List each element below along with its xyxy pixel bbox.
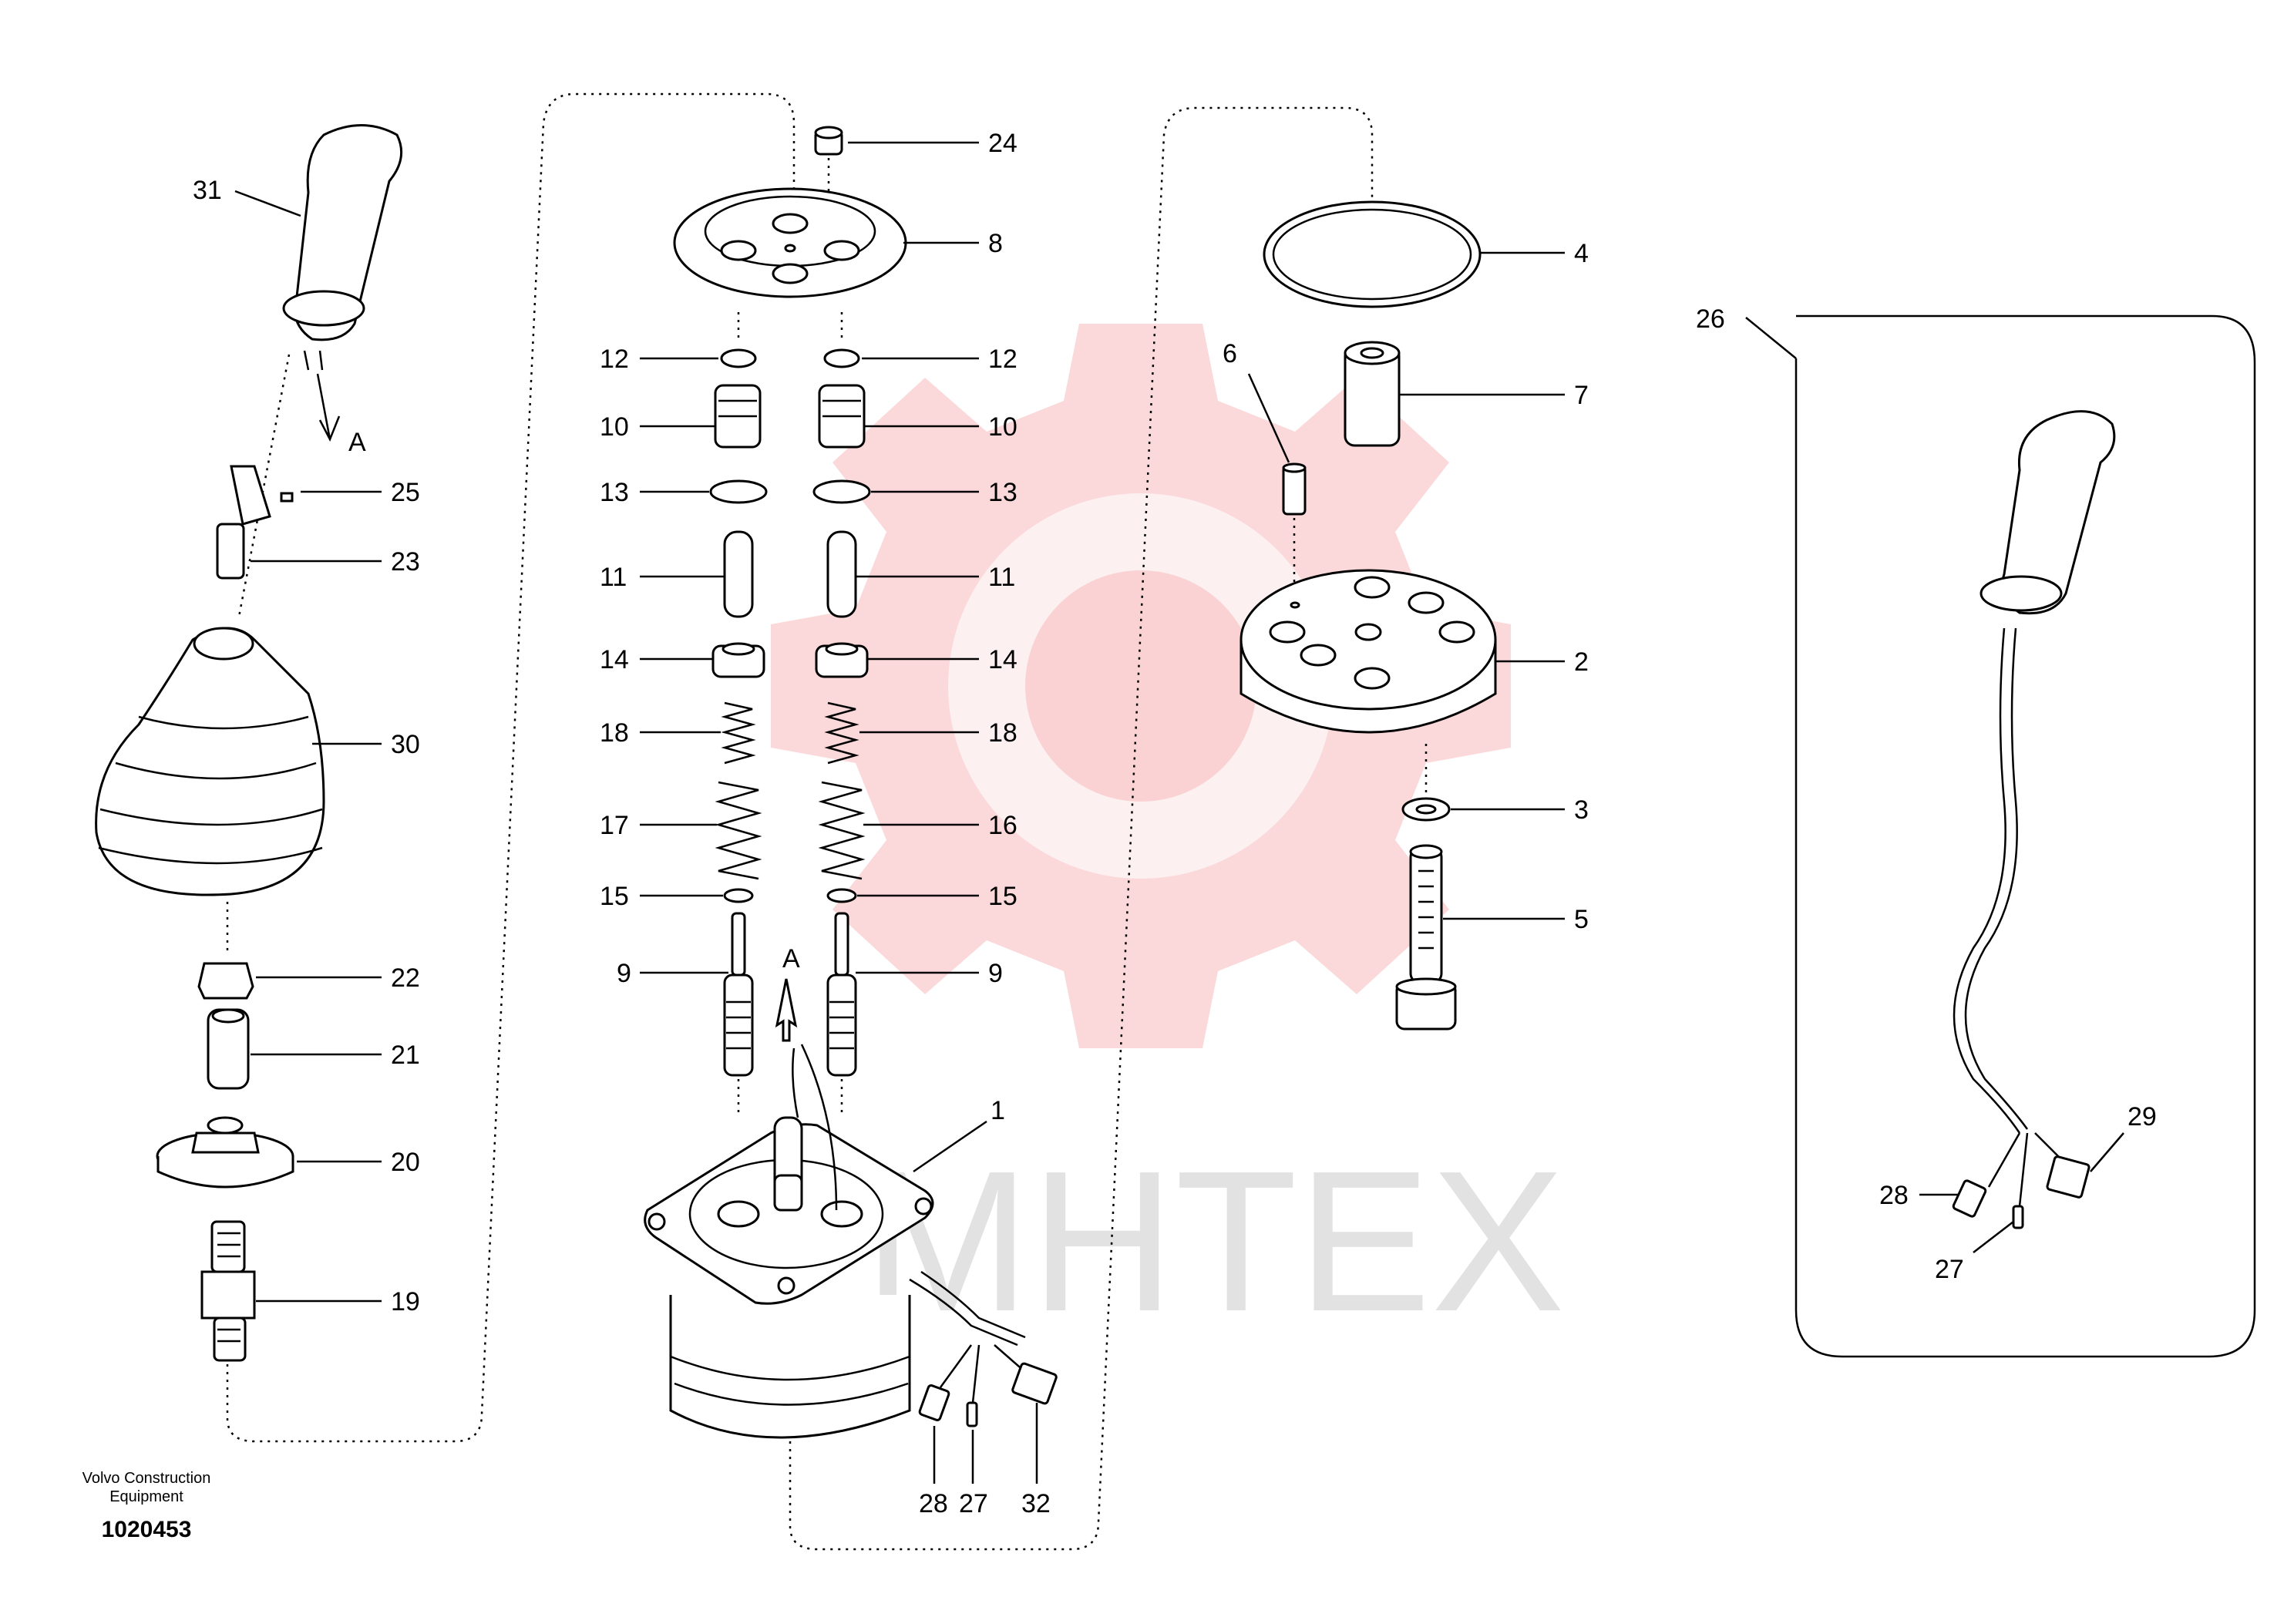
part-10-plug-left [714, 384, 762, 449]
part-20-disc-plate [156, 1116, 294, 1189]
part-30-rubber-boot [95, 627, 325, 896]
part-13-oring-left [709, 479, 768, 504]
callout-21: 21 [391, 1041, 420, 1070]
callout-12-left: 12 [600, 345, 629, 374]
part-9-pushrod-left [723, 912, 754, 1077]
part-17-spring-left [715, 781, 762, 880]
part-10-plug-right [818, 384, 866, 449]
callout-8: 8 [988, 229, 1003, 258]
callout-15-left: 15 [600, 882, 629, 911]
callout-29: 29 [2128, 1102, 2157, 1131]
group-outline-26 [1794, 314, 2256, 1358]
part-11-piston-left [723, 530, 754, 618]
part-8-cover-plate [673, 187, 907, 298]
part-26-grip-assembly [1952, 410, 2116, 1229]
callout-9-right: 9 [988, 959, 1003, 988]
view-marker-a-top: A [348, 428, 366, 457]
part-11-piston-right [826, 530, 857, 618]
part-12-seal-right [823, 348, 860, 368]
callout-1: 1 [991, 1096, 1005, 1125]
callout-10-left: 10 [600, 412, 629, 442]
part-16-spring-right [818, 781, 866, 880]
callout-27-right: 27 [1935, 1255, 1964, 1284]
callout-28-bottom: 28 [919, 1489, 948, 1518]
callout-17: 17 [600, 811, 629, 840]
callout-5: 5 [1574, 905, 1589, 934]
callout-13-right: 13 [988, 478, 1018, 507]
connector-cluster-bottom [918, 1344, 1058, 1427]
callout-11-right: 11 [988, 563, 1015, 592]
callout-20: 20 [391, 1148, 420, 1177]
callout-25: 25 [391, 478, 420, 507]
callout-18-left: 18 [600, 718, 629, 748]
callout-4: 4 [1574, 239, 1589, 268]
callout-28-right: 28 [1879, 1181, 1909, 1210]
footer-company: Volvo Construction Equipment [82, 1470, 211, 1505]
callout-23: 23 [391, 547, 420, 577]
part-14-retainer-right [815, 642, 869, 678]
callout-3: 3 [1574, 795, 1589, 825]
callout-7: 7 [1574, 381, 1589, 410]
part-13-oring-right [812, 479, 871, 504]
part-1-valve-body [644, 1044, 1026, 1439]
part-15-washer-left [723, 888, 754, 903]
part-18-spring-left [721, 701, 756, 765]
watermark-text: MHTEX [863, 1130, 1565, 1353]
callout-10-right: 10 [988, 412, 1018, 442]
part-5-bolt [1395, 844, 1457, 1031]
group-outline-right [789, 106, 1374, 1551]
callout-14-left: 14 [600, 645, 629, 674]
callout-22: 22 [391, 963, 420, 993]
callout-16: 16 [988, 811, 1018, 840]
watermark-gear-logo [771, 324, 1511, 1048]
part-22-nut [197, 962, 254, 1000]
view-marker-a-bottom: A [782, 944, 800, 973]
callout-18-right: 18 [988, 718, 1018, 748]
callout-32: 32 [1021, 1489, 1051, 1518]
callout-9-left: 9 [617, 959, 631, 988]
part-15-washer-right [826, 888, 857, 903]
part-18-spring-right [824, 701, 859, 765]
callout-12-right: 12 [988, 345, 1018, 374]
callout-13-left: 13 [600, 478, 629, 507]
part-25-pin [280, 492, 294, 503]
part-14-retainer-left [711, 642, 765, 678]
callout-14-right: 14 [988, 645, 1018, 674]
footer-code: 1020453 [101, 1517, 192, 1542]
callout-6: 6 [1223, 339, 1237, 368]
callout-2: 2 [1574, 647, 1589, 677]
part-12-seal-left [720, 348, 757, 368]
callout-26: 26 [1696, 304, 1725, 334]
view-arrow-a [775, 978, 798, 1042]
callout-11-left: 11 [600, 563, 627, 592]
callout-19: 19 [391, 1287, 420, 1316]
part-6-pin [1282, 465, 1307, 516]
part-23-adapter [216, 465, 271, 580]
part-9-pushrod-right [826, 912, 857, 1077]
part-31-grip [282, 124, 403, 371]
callout-31: 31 [193, 176, 222, 205]
callout-15-right: 15 [988, 882, 1018, 911]
callout-27-bottom: 27 [959, 1489, 988, 1518]
part-4-oring [1263, 200, 1482, 308]
part-19-universal-joint [200, 1220, 256, 1362]
callout-24: 24 [988, 129, 1018, 158]
part-2-casing [1240, 569, 1497, 734]
callout-30: 30 [391, 730, 420, 759]
